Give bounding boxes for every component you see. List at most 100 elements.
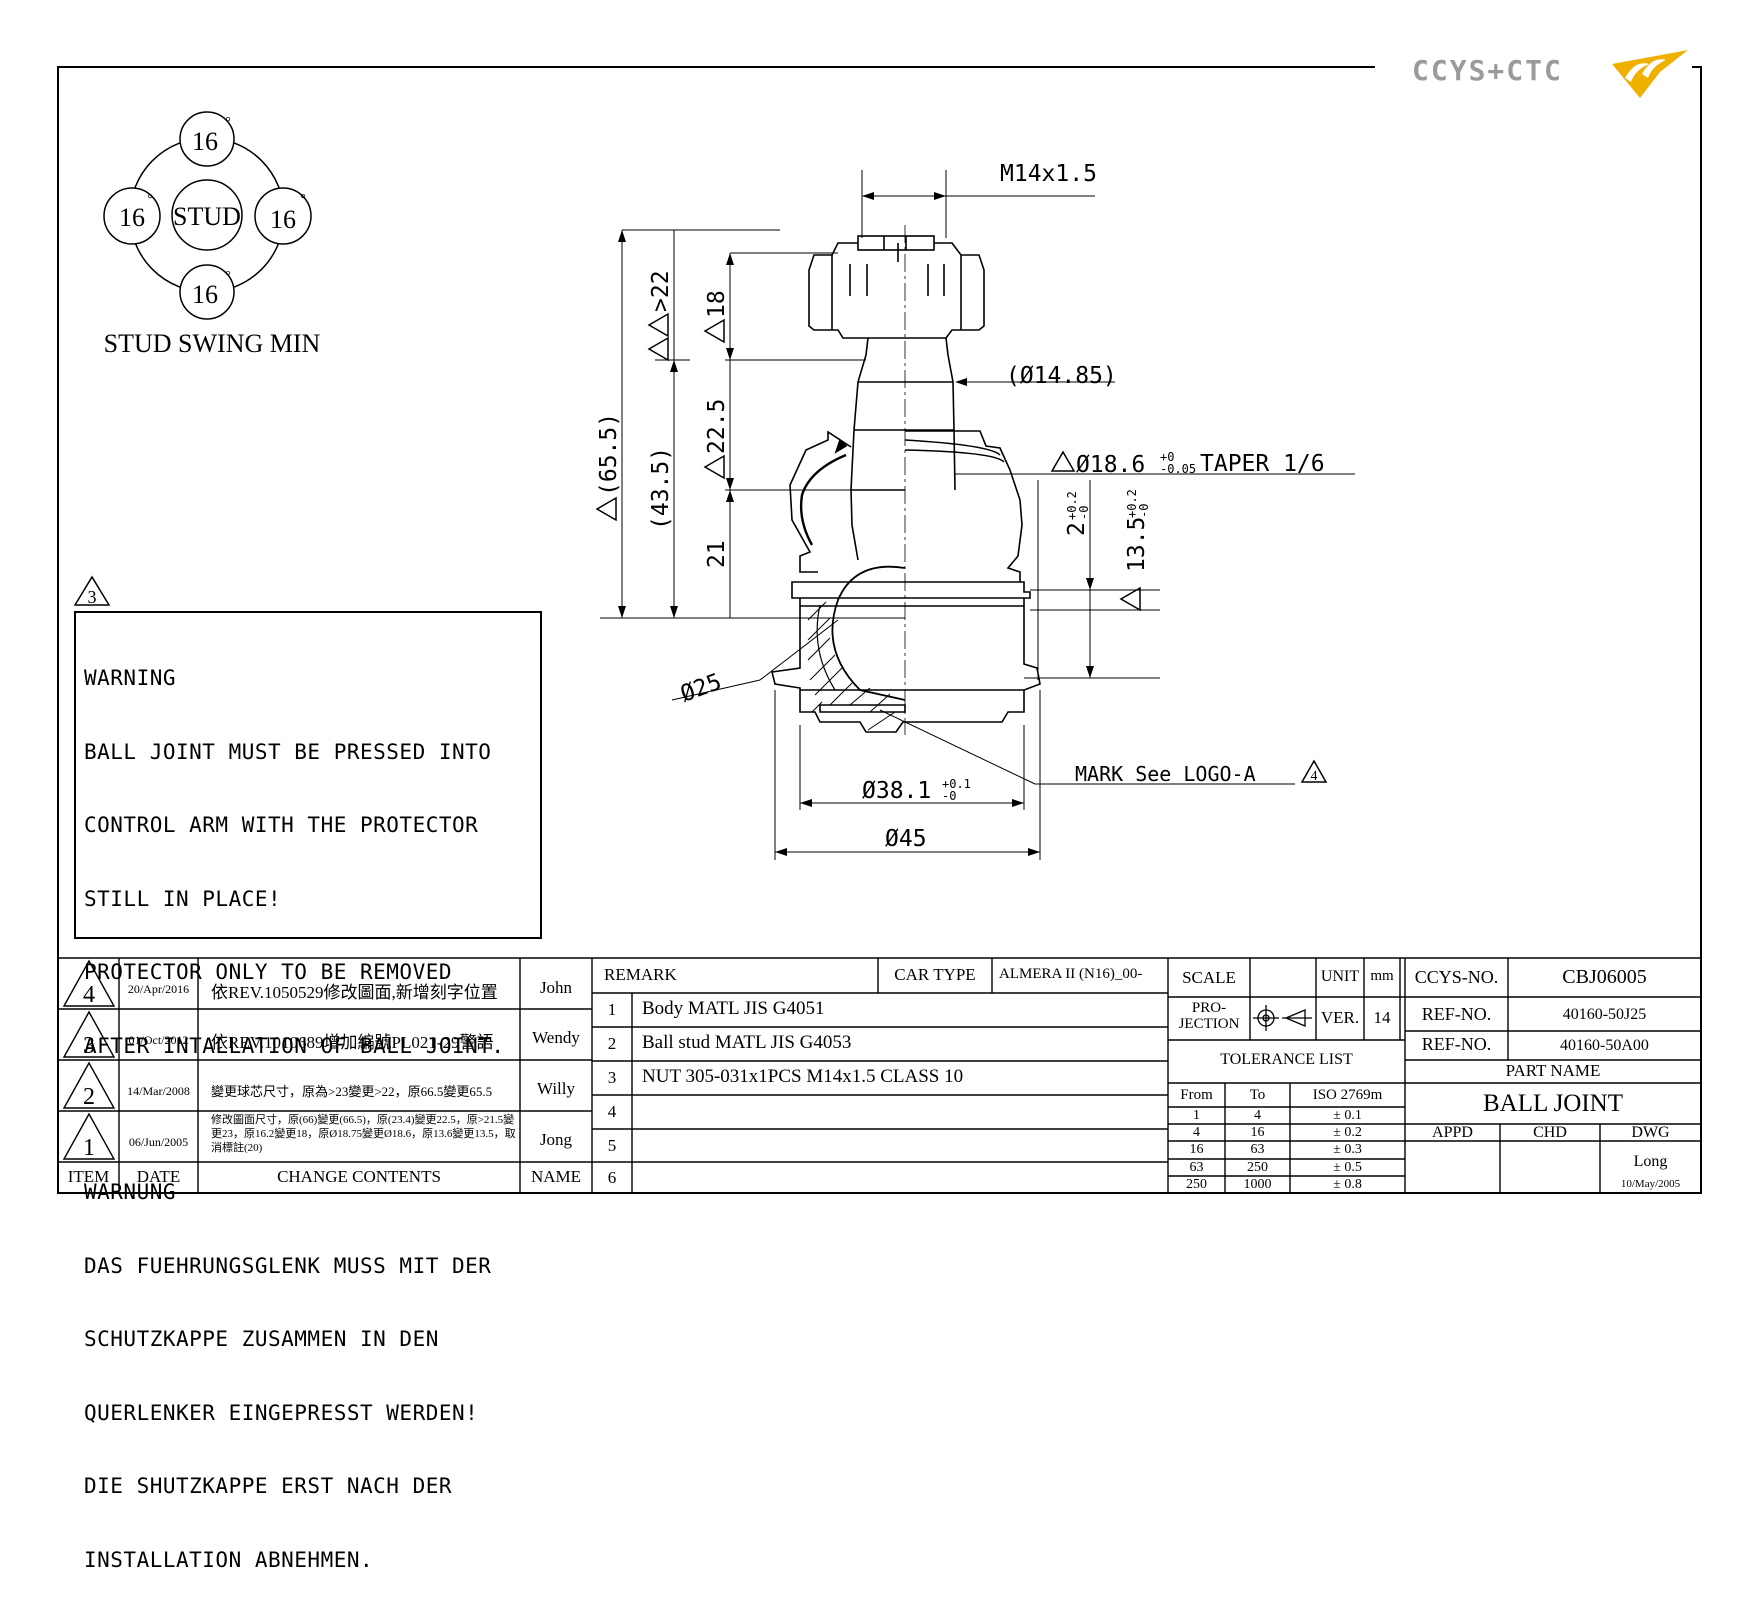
svg-text:+0.1: +0.1 (942, 777, 971, 791)
callout-triangle-3: 3 (73, 575, 111, 607)
section-hatch (807, 601, 896, 731)
svg-text:+0.2: +0.2 (1125, 489, 1139, 518)
rev-header-name: NAME (530, 1167, 582, 1186)
svg-text:MARK See LOGO-A: MARK See LOGO-A (1075, 762, 1256, 786)
chd-label: CHD (1533, 1124, 1567, 1141)
remark-text: Body MATL JIS G4051 (642, 998, 825, 1019)
revision-triangles (62, 959, 116, 1160)
unit-label: UNIT (1320, 968, 1360, 985)
svg-text:-0.05: -0.05 (1160, 462, 1196, 476)
remark-header: REMARK (604, 965, 677, 984)
car-type-label: CAR TYPE (894, 965, 976, 984)
swing-angle-top: 16 (192, 127, 218, 156)
warnung-line: DAS FUEHRUNGSGLENK MUSS MIT DER (84, 1253, 492, 1278)
rev-item: 2 (83, 1084, 95, 1110)
svg-text:Ø18.6: Ø18.6 (1076, 452, 1145, 478)
part-name: BALL JOINT (1482, 1090, 1624, 1117)
dim-taper-callout: Ø18.6 +0 -0.05 TAPER 1/6 (1050, 450, 1325, 478)
dim-22-5: 22.5 (703, 399, 730, 480)
ccys-number: CBJ06005 (1562, 966, 1647, 988)
dim-18: 18 (703, 290, 730, 344)
remark-number: 2 (607, 1034, 617, 1053)
svg-text:(43.5): (43.5) (648, 447, 674, 530)
swing-degree-mark: ° (147, 192, 153, 207)
svg-text:22.5: 22.5 (704, 399, 730, 454)
ver-label: VER. (1320, 1008, 1360, 1027)
rev-date: 20/Apr/2016 (127, 982, 190, 996)
warning-box: WARNING BALL JOINT MUST BE PRESSED INTO … (74, 611, 542, 1572)
tol-from: 16 (1189, 1142, 1204, 1157)
part-name-label: PART NAME (1505, 1061, 1601, 1080)
rev-date: 01/Oct/2012 (128, 1033, 189, 1047)
svg-text:Ø38.1: Ø38.1 (862, 778, 931, 804)
warning-line: STILL IN PLACE! (84, 886, 282, 911)
rev-change: 修改圖面尺寸，原(66)變更(66.5)，原(23.4)變更22.5，原>21.… (211, 1114, 516, 1154)
stud-swing-diagram (103, 111, 312, 320)
dim-stud-diameter: (Ø14.85) (1006, 363, 1117, 389)
dim-thread: M14x1.5 (1000, 161, 1097, 187)
car-type-value: ALMERA II (N16)_00- (999, 966, 1143, 982)
ref-label: REF-NO. (1421, 1034, 1492, 1054)
remark-text: Ball stud MATL JIS G4053 (642, 1032, 852, 1053)
rev-item: 3 (83, 1033, 95, 1059)
tol-value: ± 0.5 (1333, 1160, 1362, 1175)
swing-angle-right: 16 (270, 205, 296, 234)
remark-number: 6 (607, 1168, 617, 1187)
rev-name: John (539, 978, 573, 997)
rev-item: 1 (83, 1135, 95, 1161)
rev-name: Jong (539, 1130, 573, 1149)
rev-header-date: DATE (136, 1167, 181, 1186)
tol-value: ± 0.2 (1333, 1125, 1362, 1140)
scale-label: SCALE (1182, 968, 1236, 987)
tol-to: 63 (1250, 1142, 1265, 1157)
swing-title: STUD SWING MIN (104, 329, 321, 358)
svg-text:>22: >22 (648, 270, 674, 312)
remark-number: 1 (607, 1000, 617, 1019)
tol-value: ± 0.8 (1333, 1177, 1362, 1192)
ball-joint-drawing (771, 225, 1041, 735)
warnung-line: DIE SHUTZKAPPE ERST NACH DER (84, 1474, 453, 1498)
tol-to: 4 (1254, 1108, 1261, 1123)
dim-total-height: (65.5) (595, 413, 622, 522)
warnung-line: INSTALLATION ABNEHMEN. (84, 1547, 374, 1572)
svg-text:CCYS+CTC: CCYS+CTC (1412, 54, 1563, 87)
tol-header-from: From (1180, 1087, 1213, 1103)
tol-to: 16 (1250, 1125, 1265, 1140)
warnung-line: WARNUNG (84, 1180, 177, 1204)
svg-text:TAPER 1/6: TAPER 1/6 (1200, 451, 1325, 477)
tol-value: ± 0.1 (1333, 1108, 1362, 1123)
rev-header-change: CHANGE CONTENTS (277, 1167, 441, 1186)
drawn-by: Long (1633, 1153, 1668, 1170)
ver-value: 14 (1373, 1008, 1391, 1027)
warning-line: PROTECTOR ONLY TO BE REMOVED (84, 960, 453, 984)
rev-item: 4 (83, 982, 95, 1008)
datum-triangle-1 (1119, 586, 1141, 612)
rev-name: Willy (536, 1079, 576, 1098)
swing-degree-mark: ° (225, 115, 231, 130)
svg-text:Ø25: Ø25 (677, 669, 725, 708)
tol-from: 250 (1186, 1177, 1207, 1192)
dimension-arrows (618, 192, 1094, 856)
ccys-ctc-logo: CCYS+CTC (1412, 50, 1688, 98)
swing-degree-mark: ° (225, 269, 231, 284)
mark-note: MARK See LOGO-A 4 (1075, 759, 1328, 786)
tol-header-to: To (1249, 1087, 1266, 1103)
dim-13-5: 13.5 +0.2 -0 (1124, 489, 1151, 572)
drawing-sheet: CCYS+CTC STUD 16 16 16 16 ° ° ° ° STUD S… (57, 50, 1702, 1194)
sheet-border (57, 66, 1702, 1194)
dim-flange-diameter: Ø45 (885, 826, 927, 852)
dim-2: 2 +0.2 -0 (1064, 491, 1091, 536)
warning-line: CONTROL ARM WITH THE PROTECTOR (84, 813, 479, 837)
tol-from: 4 (1193, 1125, 1200, 1140)
rev-date: 14/Mar/2008 (127, 1084, 190, 1098)
swing-angle-bottom: 16 (192, 280, 218, 309)
svg-text:+0.2: +0.2 (1065, 491, 1079, 520)
drawn-date: 10/May/2005 (1620, 1178, 1681, 1190)
dim-ball-diameter: Ø25 (677, 669, 725, 708)
warning-line: AFTER INTALLATION OF BALL JOINT. (84, 1033, 505, 1058)
swing-angle-left: 16 (119, 203, 145, 232)
svg-text:18: 18 (704, 290, 730, 318)
warnung-line: SCHUTZKAPPE ZUSAMMEN IN DEN (84, 1327, 439, 1351)
svg-text:-0: -0 (942, 789, 956, 803)
svg-text:21: 21 (704, 540, 730, 568)
